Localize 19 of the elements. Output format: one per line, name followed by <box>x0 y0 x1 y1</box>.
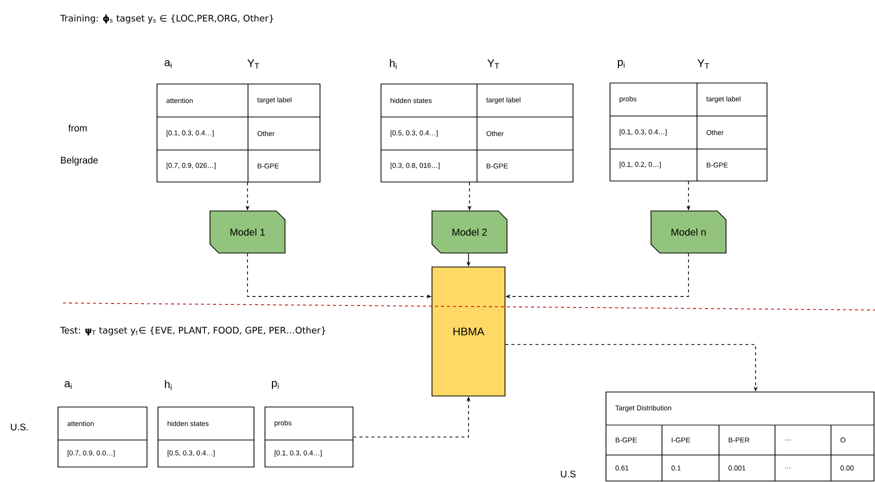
model-box: Model 1 <box>210 210 286 254</box>
header: p$_{i}$ <box>618 60 625 68</box>
header: a$_{i}$ <box>164 60 172 68</box>
header: h$_{i}$ <box>390 59 397 69</box>
header: Y$_{T}$ <box>697 59 710 69</box>
row-label: U.S <box>560 470 576 478</box>
row-label: Belgrade <box>60 156 98 166</box>
row-label: from <box>68 124 87 132</box>
heading: Test: ψ$_{T}$ tagset y$_{t}$∈ {EVE, PLANT, FOOD, GPE, PER…Other} <box>60 326 326 336</box>
header: Y$_{T}$ <box>247 59 260 69</box>
hbma-box: HBMA <box>432 266 506 396</box>
header: a$_{i}$ <box>64 381 72 389</box>
heading: Training: ϕ$_{s}$ tagset y$_{s}$ ∈ {LOC,PER,ORG, Other} <box>60 14 274 24</box>
model-box: Model 2 <box>432 210 508 254</box>
row-label: U.S. <box>10 424 28 430</box>
model-box: Model n <box>650 210 726 254</box>
header: h$_{i}$ <box>164 380 172 390</box>
header: p$_{i}$ <box>272 380 279 390</box>
header: Y$_{T}$ <box>487 59 500 69</box>
